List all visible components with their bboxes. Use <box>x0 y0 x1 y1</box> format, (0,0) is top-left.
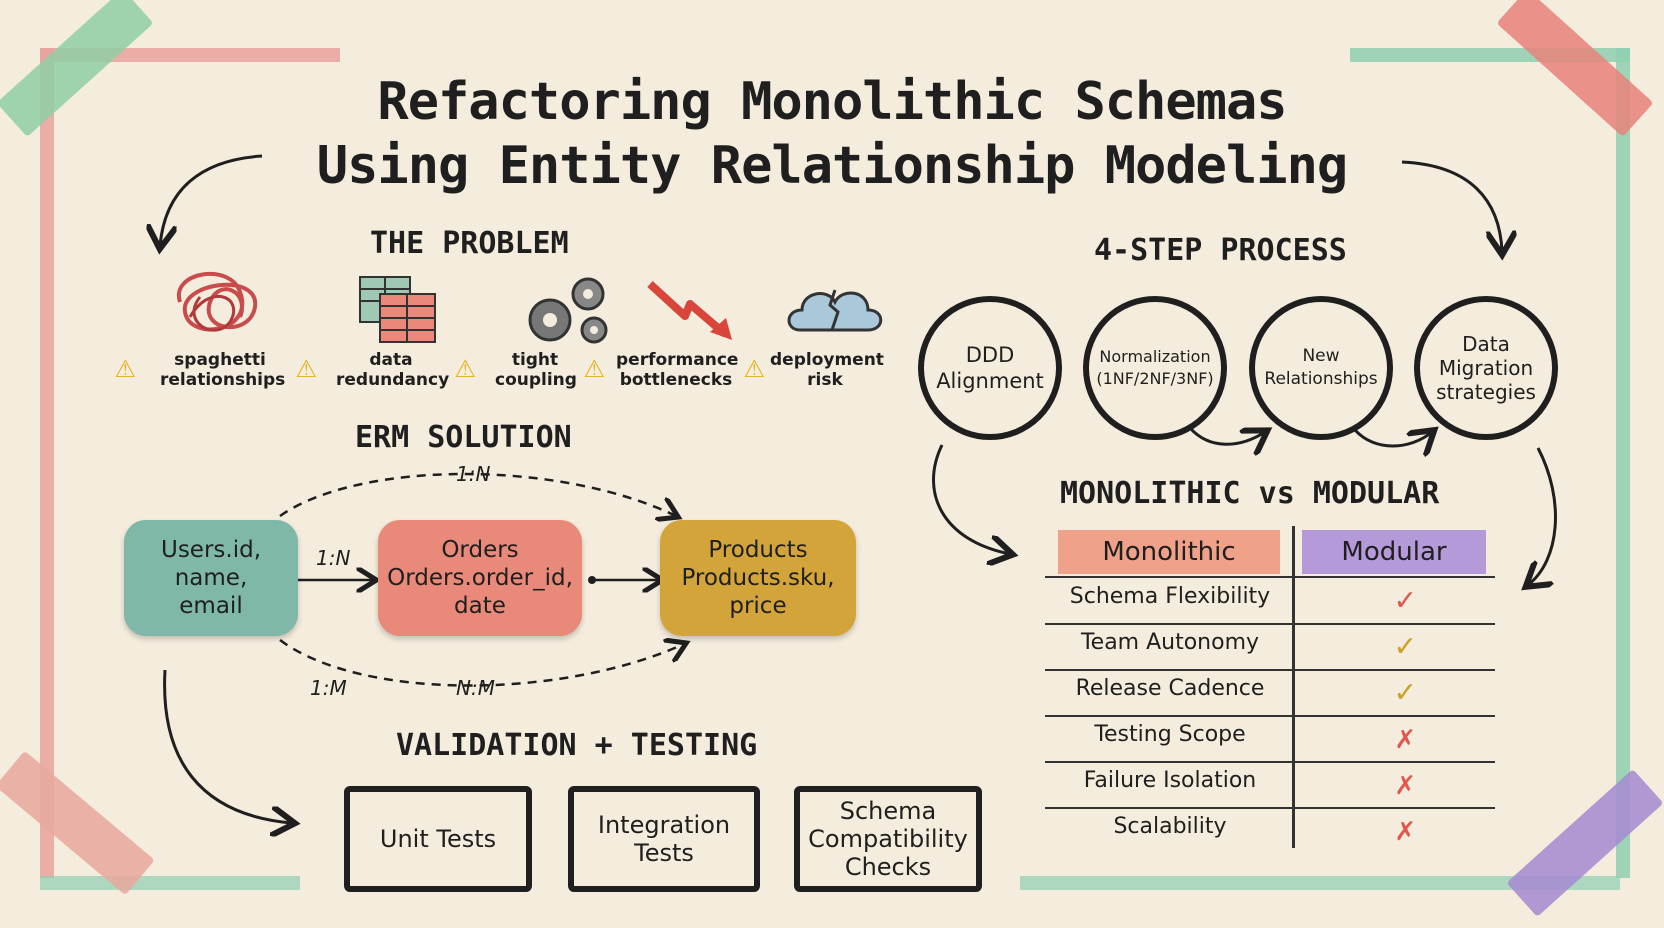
compare-row-label: Scalability <box>1113 814 1227 839</box>
compare-row: Failure Isolation ✗ <box>1045 762 1495 809</box>
erm-heading: ERM SOLUTION <box>355 420 572 455</box>
warning-icon: ⚠ <box>584 346 605 386</box>
frame-bottom-right-border <box>1020 876 1620 890</box>
compare-heading: MONOLITHIC vs MODULAR <box>1060 476 1440 511</box>
warning-icon: ⚠ <box>115 346 136 386</box>
compare-row-label: Failure Isolation <box>1083 768 1257 793</box>
relationship-label-users-orders: 1:N <box>316 546 351 570</box>
compare-row: Team Autonomy ✓ <box>1045 624 1495 671</box>
title-line-1: Refactoring Monolithic Schemas <box>377 72 1287 132</box>
compare-row-label: Release Cadence <box>1075 676 1265 701</box>
compare-column-monolithic: Monolithic <box>1058 530 1280 574</box>
compare-row: Scalability ✗ <box>1045 808 1495 853</box>
check-mark-icon: ✓ <box>1395 580 1415 618</box>
relationship-label-bottom-mid: N:M <box>456 676 495 700</box>
frame-bottom-left-border <box>40 876 300 890</box>
arrow-process-to-compare <box>932 444 1010 554</box>
cross-mark-icon: ✗ <box>1395 718 1415 756</box>
compare-row: Testing Scope ✗ <box>1045 716 1495 763</box>
downtrend-arrow-icon <box>647 281 732 340</box>
entity-users: Users.id,name,email <box>124 520 298 636</box>
compare-column-divider <box>1292 526 1295 848</box>
compare-row-label: Testing Scope <box>1094 722 1246 747</box>
tangle-icon <box>176 271 258 332</box>
page-title: Refactoring Monolithic Schemas Using Ent… <box>0 70 1664 198</box>
arrow-step2-to-step3 <box>1188 426 1265 444</box>
problem-item-performance <box>610 276 780 350</box>
compare-row: Schema Flexibility ✓ <box>1045 578 1495 625</box>
warning-icon: ⚠ <box>744 346 765 386</box>
problem-item-redundancy <box>300 272 470 352</box>
arrow-process-to-compare-right <box>1528 447 1557 585</box>
validation-unit-tests: Unit Tests <box>344 786 532 892</box>
compare-header-divider <box>1045 576 1495 578</box>
warning-icon: ⚠ <box>296 346 317 386</box>
arrow-step3-to-step4 <box>1353 430 1432 446</box>
warning-icon: ⚠ <box>455 346 476 386</box>
validation-heading: VALIDATION + TESTING <box>396 728 758 763</box>
duplicate-tables-icon <box>359 276 436 343</box>
title-line-2: Using Entity Relationship Modeling <box>316 136 1348 196</box>
problem-item-deployment <box>750 280 920 344</box>
check-mark-icon: ✓ <box>1395 672 1415 710</box>
process-step-normalization: Normalization(1NF/2NF/3NF) <box>1083 296 1227 440</box>
compare-row: Release Cadence ✓ <box>1045 670 1495 717</box>
relationship-label-bottom-left: 1:M <box>310 676 347 700</box>
compare-row-label: Schema Flexibility <box>1069 584 1271 609</box>
gears-icon <box>528 277 608 344</box>
arrow-title-to-process <box>1401 160 1502 252</box>
frame-right-border <box>1616 48 1630 878</box>
compare-row-label: Team Autonomy <box>1080 630 1260 655</box>
frame-left-border <box>40 48 54 878</box>
cross-mark-icon: ✗ <box>1395 764 1415 802</box>
rel-users-products-top <box>279 472 676 516</box>
process-heading: 4-STEP PROCESS <box>1094 233 1347 268</box>
arrow-erm-to-validation <box>163 669 292 823</box>
cross-mark-icon: ✗ <box>1395 810 1415 848</box>
compare-column-modular: Modular <box>1302 530 1486 574</box>
broken-cloud-icon <box>787 289 883 332</box>
relationship-label-top: 1:N <box>456 462 491 486</box>
rel-users-products-bottom <box>279 640 684 687</box>
check-mark-icon: ✓ <box>1395 626 1415 664</box>
problem-item-spaghetti <box>130 262 300 346</box>
problem-item-coupling <box>480 272 650 352</box>
problem-heading: THE PROBLEM <box>370 226 569 261</box>
arrow-title-to-problem <box>160 154 263 246</box>
